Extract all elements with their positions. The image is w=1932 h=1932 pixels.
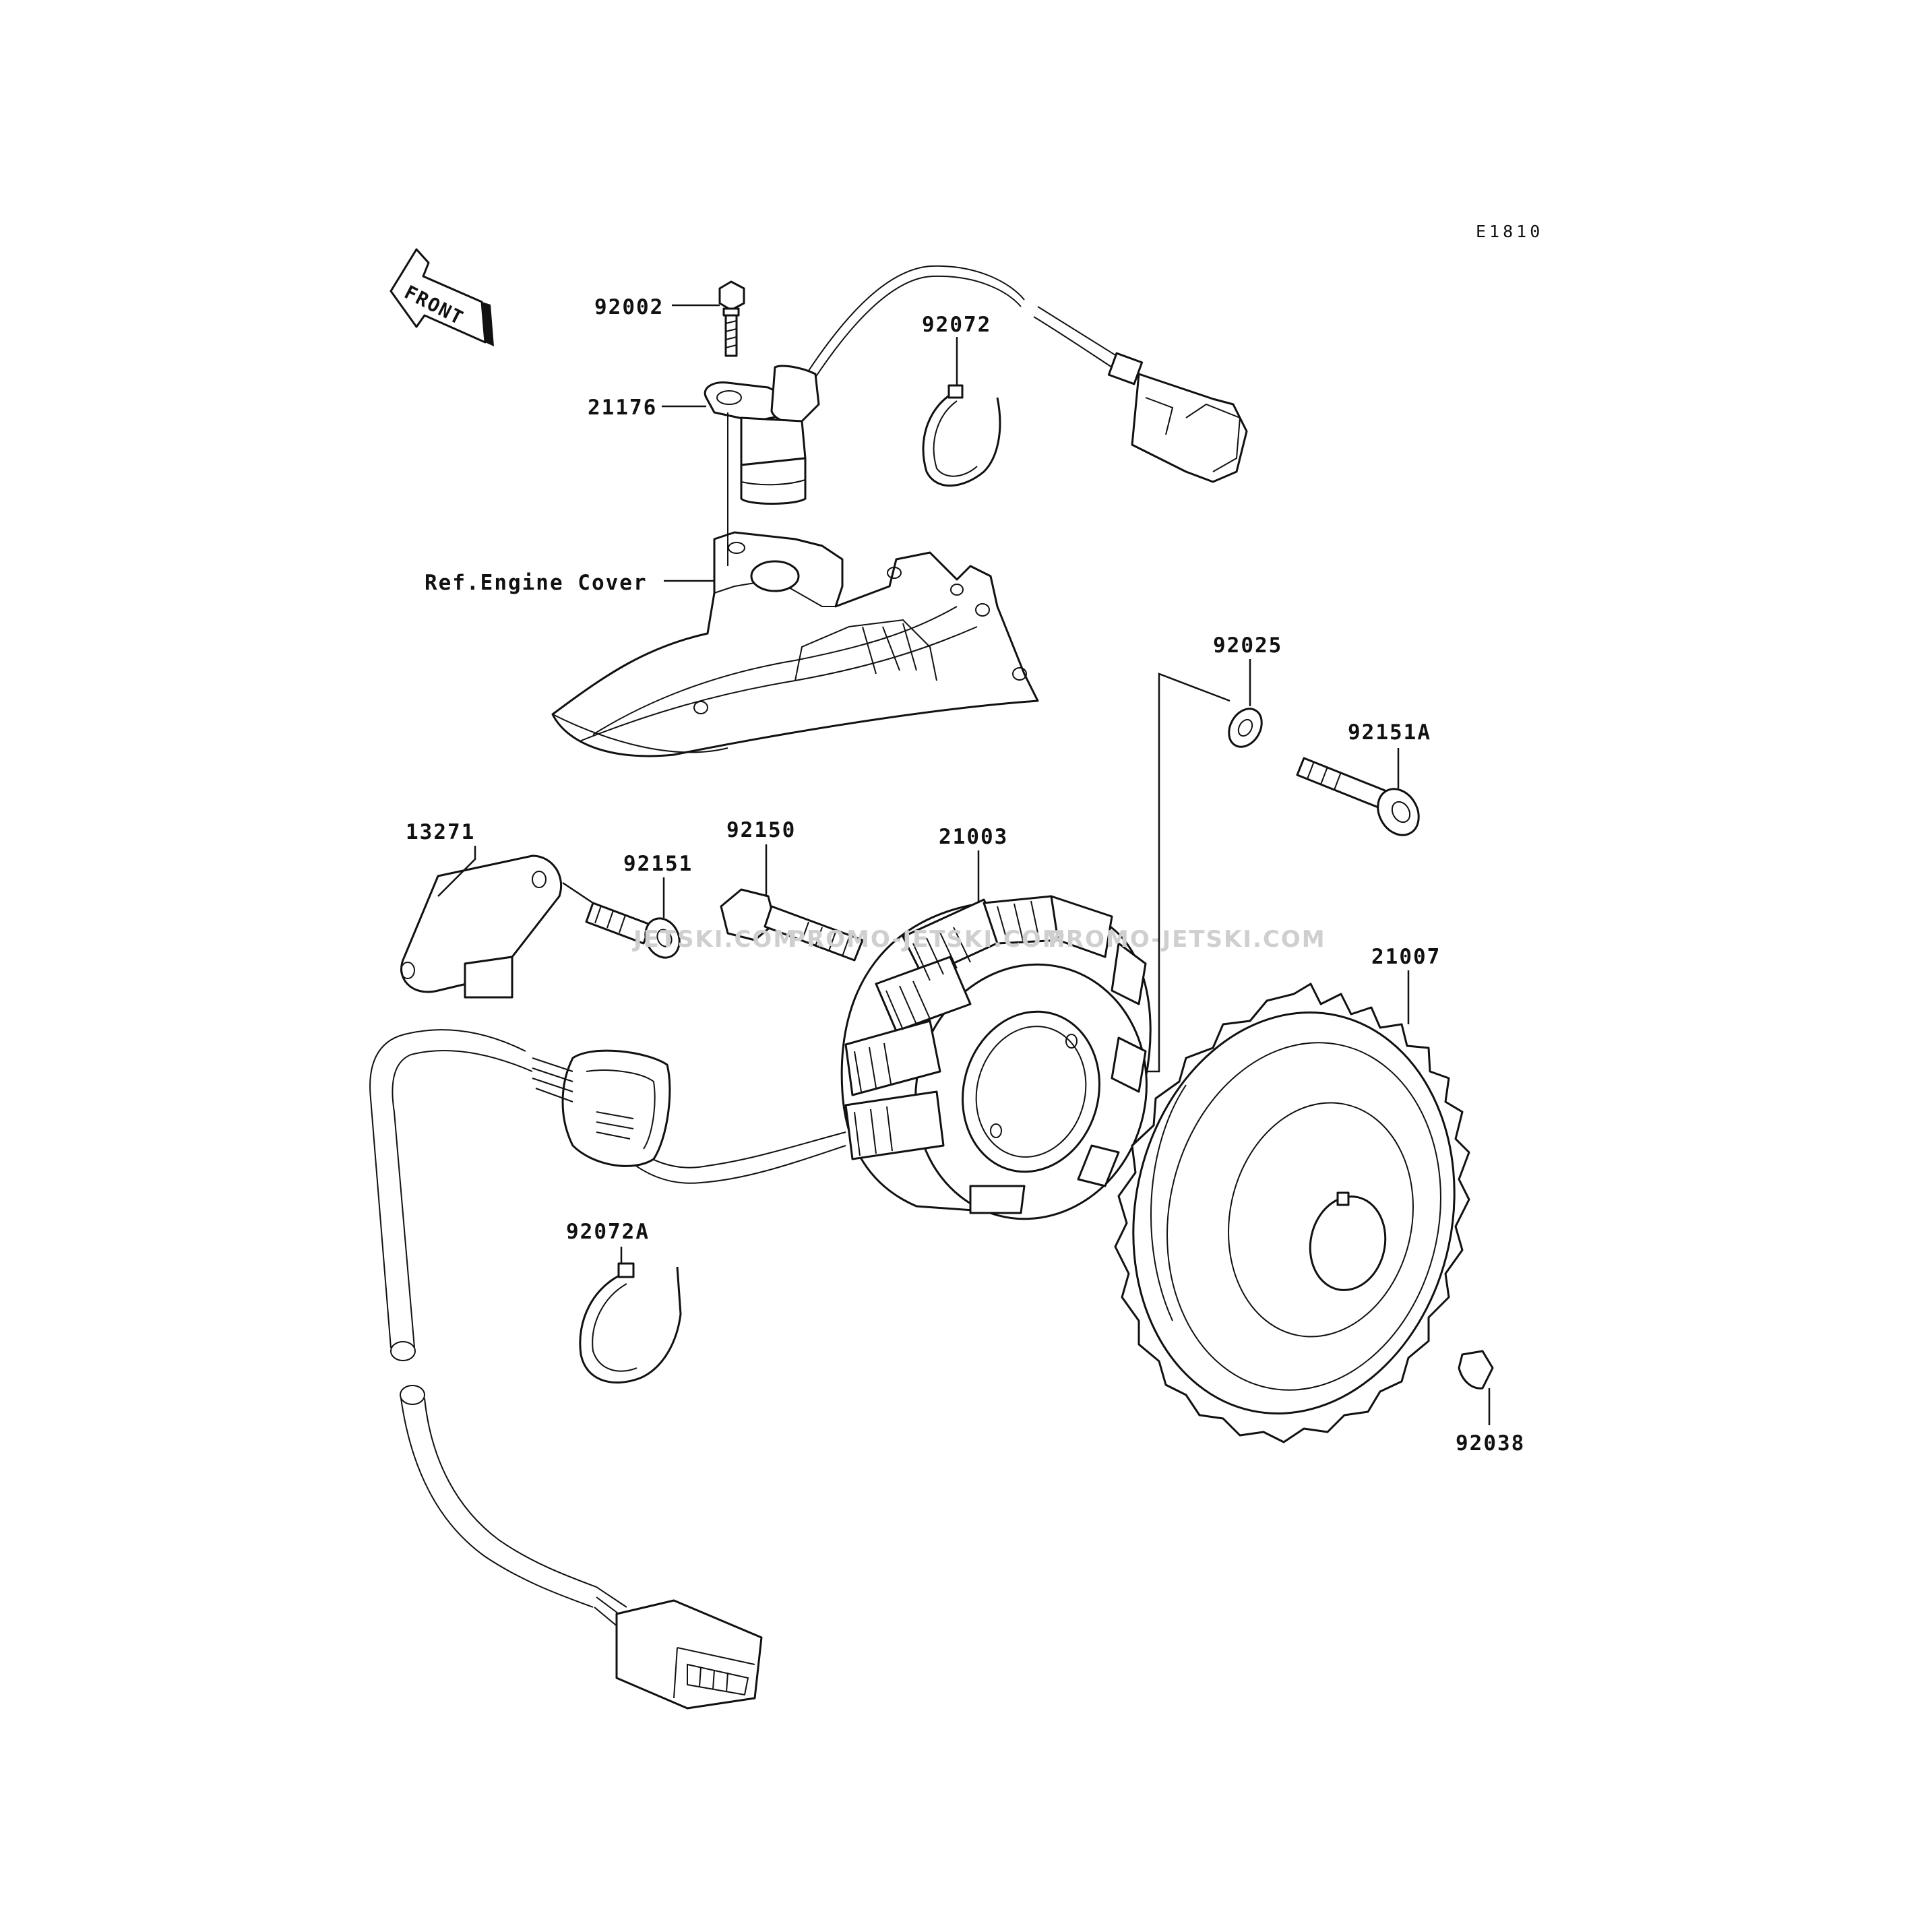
diagram-code: E1810 [1476,222,1543,241]
part-label: 92072A [566,1220,650,1244]
watermark-text: PROMO-JETSKI.COM [1048,926,1326,953]
bolt-92002 [718,280,745,357]
part-labels: 92002 92072 21176 92025 92151A 13271 921… [406,295,1525,1456]
reference-label: Ref.Engine Cover [425,571,648,595]
key-92038 [1458,1350,1494,1390]
cable-tie-92072a [579,1262,682,1383]
flywheel-21007 [1114,983,1470,1443]
watermark-text: PROMO-JETSKI.COM [788,926,1067,953]
part-label: 13271 [406,820,475,844]
part-label: 92002 [594,295,664,319]
part-label: 92025 [1213,633,1282,658]
sensor-21176 [704,365,820,566]
washer-92025 [1228,708,1263,748]
part-label: 92038 [1456,1431,1525,1456]
part-label: 21176 [588,396,657,420]
watermark: JETSKI.COM PROMO-JETSKI.COM PROMO-JETSKI… [632,926,1326,953]
part-label: 92151A [1348,720,1431,745]
part-label: 21003 [939,825,1008,849]
bracket-13271 [400,854,563,999]
bolt-92151 [585,902,681,959]
part-label: 92151 [623,852,693,876]
part-label: 92072 [922,313,991,337]
sensor-cable [808,265,1248,483]
leader-lines [437,304,1491,1425]
part-label: 21007 [1371,945,1441,969]
bolt-92150 [720,888,864,962]
engine-cover [551,531,1039,757]
watermark-text: JETSKI.COM [632,926,797,953]
cable-tie-92072 [922,384,1001,487]
bolt-92151a [1296,757,1420,836]
stator-21003 [840,895,1152,1220]
front-arrow-icon: FRONT [389,248,494,346]
part-label: 92150 [726,818,796,842]
stator-harness [369,1029,846,1710]
